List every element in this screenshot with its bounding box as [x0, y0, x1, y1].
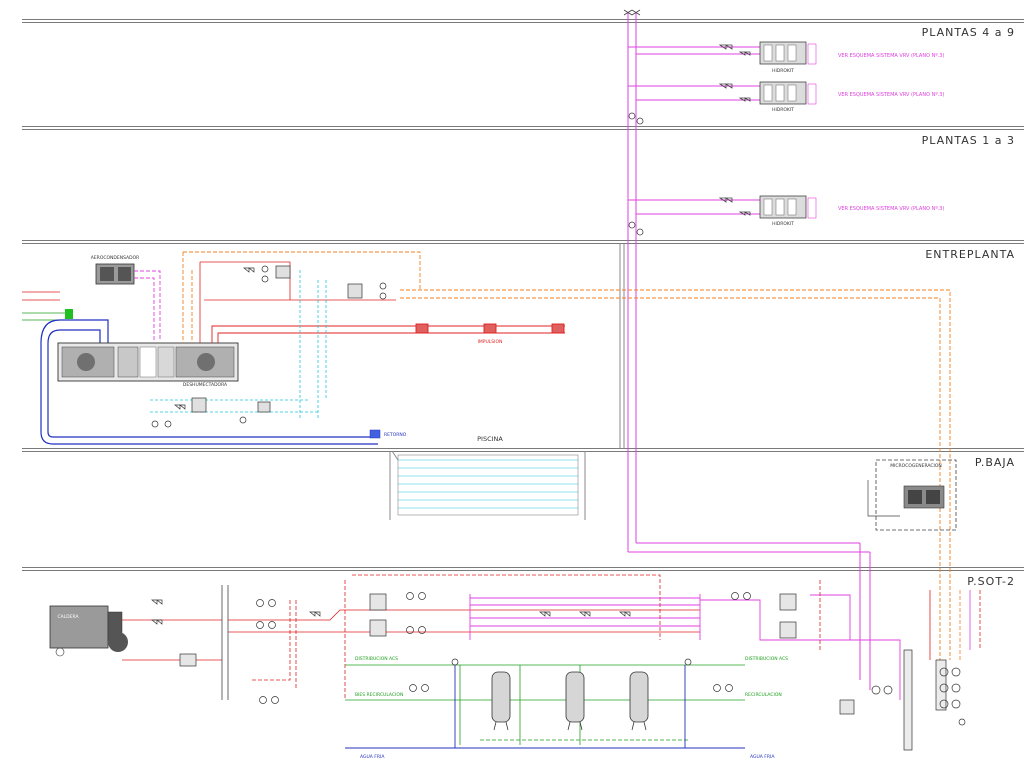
vrv-note-2: VER ESQUEMA SISTEMA VRV (PLANO Nº.3) — [838, 92, 944, 98]
floor-lines — [22, 19, 1024, 571]
agua-fria-right: AGUA FRIA — [750, 754, 775, 760]
entreplanta-components — [151, 265, 387, 428]
basement-magenta-loops — [469, 594, 901, 700]
level-label-p-sot2: P.SOT-2 — [967, 575, 1015, 588]
hydrokit-3-label: HIDROKIT — [772, 221, 794, 227]
cyan-water-lines — [150, 270, 327, 420]
vrv-note-1: VER ESQUEMA SISTEMA VRV (PLANO Nº.3) — [838, 53, 944, 59]
acs-green-lines — [345, 664, 745, 745]
outdoor-air-entries — [22, 291, 73, 321]
riser-valves — [623, 9, 751, 236]
caldera: CALDERA — [49, 605, 128, 657]
level-label-entreplanta: ENTREPLANTA — [925, 248, 1015, 261]
retorno-label: RETORNO — [384, 432, 407, 438]
aerocondensador-pipes — [134, 270, 161, 340]
deshumectadora-label: DESHUMECTADORA — [183, 382, 228, 388]
heat-exchangers — [179, 593, 797, 667]
structure-lines — [389, 243, 625, 520]
return-duct — [47, 329, 378, 438]
agua-fria-lines — [345, 665, 745, 749]
level-label-plantas-1-3: PLANTAS 1 a 3 — [922, 134, 1015, 147]
basement-pumps — [151, 592, 751, 704]
piscina-label: PISCINA — [477, 435, 503, 443]
aerocondensador-label: AEROCONDENSADOR — [91, 255, 139, 261]
orange-heating-lines — [182, 251, 951, 670]
agua-fria-left: AGUA FRIA — [360, 754, 385, 760]
red-heating-lines — [199, 261, 396, 343]
level-label-plantas-4-9: PLANTAS 4 a 9 — [922, 26, 1015, 39]
microcogeneracion-box: MICROCOGENERACION — [867, 459, 957, 531]
bottom-right-equipment — [839, 649, 966, 751]
level-label-p-baja: P.BAJA — [975, 456, 1015, 469]
basement-dashed-lines — [344, 574, 821, 700]
impulsion-label: IMPULSION — [478, 339, 503, 345]
hydrokit-1-label: HIDROKIT — [772, 68, 794, 74]
hydrokit-unit-1: HIDROKIT — [759, 41, 817, 74]
deshumectadora-unit: DESHUMECTADORA — [57, 342, 239, 388]
hydrokit-unit-3: HIDROKIT — [759, 195, 817, 227]
boiler-red-loops — [122, 585, 700, 700]
recirculacion-right: RECIRCULACION — [745, 692, 782, 698]
caldera-label: CALDERA — [57, 614, 79, 620]
aerocondensador: AEROCONDENSADOR — [91, 255, 139, 285]
microcogeneracion-label: MICROCOGENERACION — [890, 463, 942, 469]
bies-recirculacion-label: BIES RECIRCULACION — [355, 692, 403, 698]
distribucion-acs-right: DISTRIBUCION ACS — [745, 656, 788, 662]
bottom-right-vertical-lines — [929, 590, 981, 660]
hydrokit-2-label: HIDROKIT — [772, 107, 794, 113]
acs-tanks — [491, 671, 649, 731]
impulsion-duct — [211, 323, 565, 343]
magenta-riser — [627, 12, 871, 690]
pool: PISCINA — [397, 435, 579, 516]
distribucion-acs-left: DISTRIBUCION ACS — [355, 656, 398, 662]
vrv-note-3: VER ESQUEMA SISTEMA VRV (PLANO Nº.3) — [838, 206, 944, 212]
hydrokit-unit-2: HIDROKIT — [759, 81, 817, 113]
